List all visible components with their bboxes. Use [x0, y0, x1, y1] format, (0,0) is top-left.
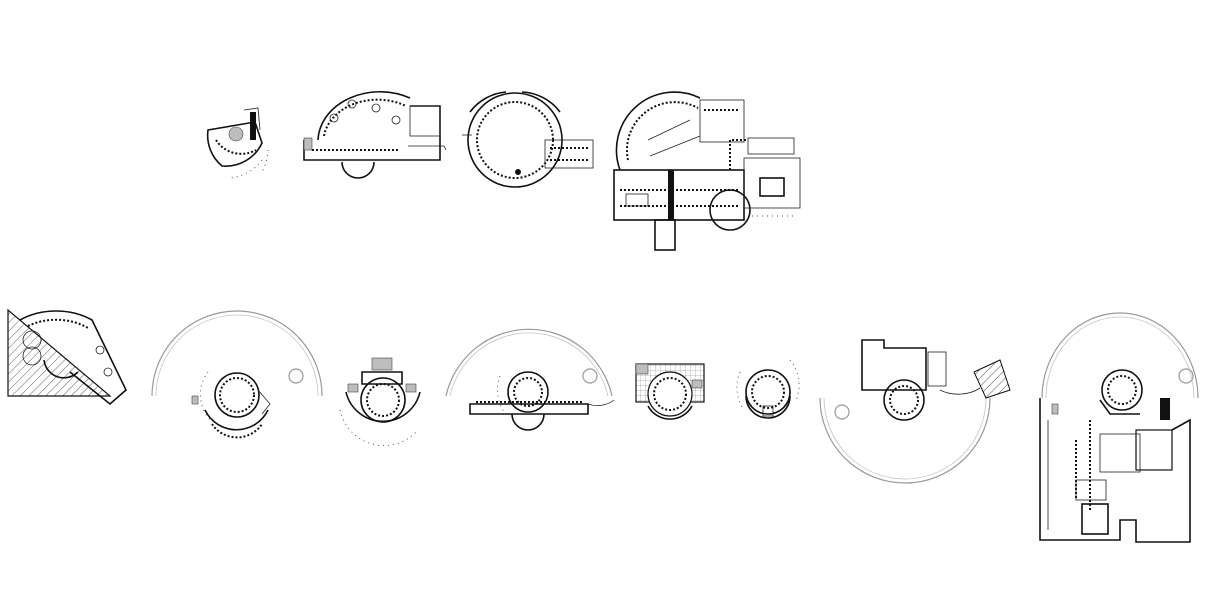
- plan-12: [1039, 312, 1199, 543]
- plan-10: [736, 359, 800, 419]
- plan-6: [151, 310, 323, 439]
- plan-8: [445, 328, 615, 431]
- plan-4: [613, 91, 801, 251]
- plan-11: [819, 339, 1011, 484]
- plan-5: [7, 308, 127, 406]
- plan-1: [206, 107, 269, 179]
- plan-7: [339, 357, 421, 447]
- plan-3: [462, 91, 594, 188]
- plan-9: [635, 363, 705, 420]
- plan-2: [303, 90, 447, 179]
